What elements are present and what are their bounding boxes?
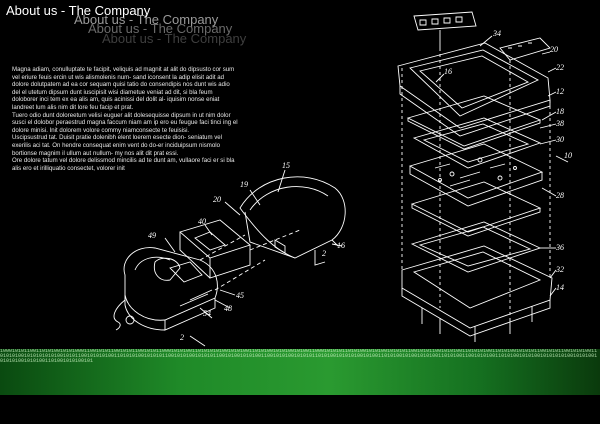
label-2-bottom: 2 bbox=[180, 333, 184, 342]
drawing-left-labels: 15 19 20 40 49 16 2 45 48 54 2 bbox=[148, 161, 345, 342]
label-19: 19 bbox=[240, 180, 248, 189]
paragraph: Magna adiam, conulluptate te facipit, ve… bbox=[12, 66, 235, 111]
label-34: 34 bbox=[492, 29, 501, 38]
title-echo-3: About us - The Company bbox=[102, 31, 247, 46]
label-40: 40 bbox=[198, 217, 206, 226]
title-echo-2: About us - The Company bbox=[88, 21, 233, 36]
technical-drawing-right: 34 16 20 22 12 18 38 30 10 28 36 32 14 bbox=[397, 11, 572, 342]
technical-drawing-left: 15 19 20 40 49 16 2 45 48 54 2 bbox=[113, 161, 346, 347]
title-echo-1: About us - The Company bbox=[74, 12, 219, 27]
label-54: 54 bbox=[203, 309, 211, 318]
label-16: 16 bbox=[337, 241, 345, 250]
page-title: About us - The Company bbox=[6, 3, 151, 18]
label-14: 14 bbox=[556, 283, 564, 292]
footer-black bbox=[0, 395, 600, 424]
label-10: 10 bbox=[564, 151, 572, 160]
label-2-top: 2 bbox=[322, 249, 326, 258]
label-48: 48 bbox=[224, 304, 232, 313]
drawing-right-labels: 34 16 20 22 12 18 38 30 10 28 36 32 14 bbox=[444, 29, 572, 292]
paragraph: Uscipsustrud tat. Duisit pratie dolenibh… bbox=[12, 134, 223, 157]
label-38: 38 bbox=[555, 119, 564, 128]
label-30: 30 bbox=[555, 135, 564, 144]
label-45: 45 bbox=[236, 291, 244, 300]
paragraph: Ore dolore tatum vel dolore delissmod mi… bbox=[12, 157, 235, 172]
body-text: Magna adiam, conulluptate te facipit, ve… bbox=[12, 66, 238, 172]
label-49: 49 bbox=[148, 231, 156, 240]
label-22: 22 bbox=[556, 63, 564, 72]
binary-digits: 1000101011001101010010101000110010101100… bbox=[0, 349, 598, 365]
label-12: 12 bbox=[556, 87, 564, 96]
paragraph: Tuero odio dunt doloreetum velisi euguer… bbox=[12, 111, 238, 134]
label-20: 20 bbox=[213, 195, 221, 204]
label-20: 20 bbox=[550, 45, 558, 54]
label-16: 16 bbox=[444, 67, 452, 76]
label-36: 36 bbox=[555, 243, 564, 252]
label-28: 28 bbox=[556, 191, 564, 200]
label-32: 32 bbox=[555, 265, 564, 274]
footer-band: 1000101011001101010010101000110010101100… bbox=[0, 349, 600, 395]
label-18: 18 bbox=[556, 107, 564, 116]
label-15: 15 bbox=[282, 161, 290, 170]
